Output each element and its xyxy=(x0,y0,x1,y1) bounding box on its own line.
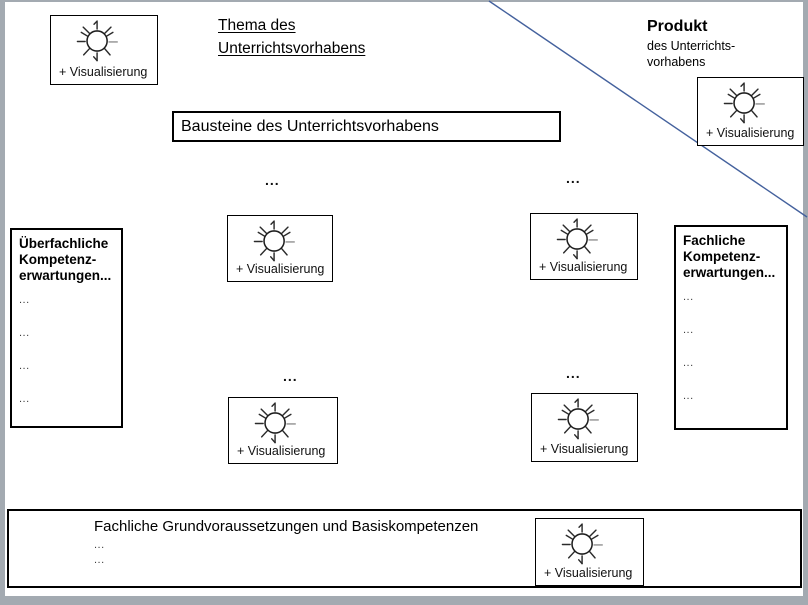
sun-icon xyxy=(720,80,772,126)
fachliche-heading-line3: erwartungen... xyxy=(683,265,776,280)
produkt-heading: Produkt des Unterrichts- vorhabens xyxy=(647,18,735,70)
list-item: ... xyxy=(19,294,30,306)
list-item: ... xyxy=(683,324,694,336)
placeholder-ellipsis-bottom-right: ... xyxy=(566,365,581,381)
sun-icon xyxy=(553,216,605,262)
viz-placeholder-label: + Visualisierung xyxy=(706,126,795,140)
viz-placeholder-label: + Visualisierung xyxy=(540,442,629,456)
sun-icon xyxy=(558,521,610,567)
placeholder-ellipsis-bottom-left: ... xyxy=(283,368,298,384)
ueberfachliche-heading: Überfachliche Kompetenz- erwartungen... xyxy=(19,236,114,284)
page-title-line1: Thema des xyxy=(218,17,296,34)
page-title: Thema des Unterrichtsvorhabens xyxy=(218,14,365,60)
viz-placeholder-label: + Visualisierung xyxy=(59,65,148,79)
list-item: ... xyxy=(94,554,105,566)
list-item: ... xyxy=(683,291,694,303)
sun-icon xyxy=(251,400,303,446)
fachliche-kompetenzen-box: Fachliche Kompetenz- erwartungen... ... … xyxy=(674,225,788,430)
ueberfachliche-heading-line1: Überfachliche xyxy=(19,236,109,251)
ueberfachliche-kompetenzen-box: Überfachliche Kompetenz- erwartungen... … xyxy=(10,228,123,428)
placeholder-ellipsis-top-right: ... xyxy=(566,170,581,186)
grundvoraussetzungen-title: Fachliche Grundvoraussetzungen und Basis… xyxy=(94,518,479,535)
sun-icon xyxy=(250,218,302,264)
viz-placeholder-label: + Visualisierung xyxy=(236,262,325,276)
viz-placeholder-baustein-2[interactable]: + Visualisierung xyxy=(530,213,638,280)
viz-placeholder-label: + Visualisierung xyxy=(544,566,633,580)
bausteine-label: Bausteine des Unterrichtsvorhabens xyxy=(181,117,439,135)
list-item: ... xyxy=(683,357,694,369)
viz-placeholder-baustein-1[interactable]: + Visualisierung xyxy=(227,215,333,282)
fachliche-heading: Fachliche Kompetenz- erwartungen... xyxy=(683,233,779,281)
list-item: ... xyxy=(19,327,30,339)
list-item: ... xyxy=(683,390,694,402)
viz-placeholder-label: + Visualisierung xyxy=(237,444,326,458)
viz-placeholder-grundvoraussetzungen[interactable]: + Visualisierung xyxy=(535,518,644,586)
fachliche-heading-line2: Kompetenz- xyxy=(683,249,761,264)
list-item: ... xyxy=(19,393,30,405)
page-title-line2: Unterrichtsvorhabens xyxy=(218,40,366,57)
placeholder-ellipsis-top-left: ... xyxy=(265,172,280,188)
produkt-subtitle-line1: des Unterrichts- xyxy=(647,39,736,53)
viz-placeholder-baustein-3[interactable]: + Visualisierung xyxy=(228,397,338,464)
viz-placeholder-baustein-4[interactable]: + Visualisierung xyxy=(531,393,638,462)
list-item: ... xyxy=(94,539,105,551)
produkt-title: Produkt xyxy=(647,18,708,35)
bausteine-header: Bausteine des Unterrichtsvorhabens xyxy=(172,111,561,142)
sun-icon xyxy=(554,396,606,442)
list-item: ... xyxy=(19,360,30,372)
viz-placeholder-produkt[interactable]: + Visualisierung xyxy=(697,77,804,146)
viz-placeholder-label: + Visualisierung xyxy=(539,260,628,274)
ueberfachliche-heading-line2: Kompetenz- xyxy=(19,252,97,267)
sun-icon xyxy=(73,18,125,64)
produkt-subtitle: des Unterrichts- vorhabens xyxy=(647,39,735,70)
grundvoraussetzungen-band: Fachliche Grundvoraussetzungen und Basis… xyxy=(7,509,802,588)
produkt-subtitle-line2: vorhabens xyxy=(647,54,706,69)
ueberfachliche-heading-line3: erwartungen... xyxy=(19,268,112,283)
viz-placeholder-thema[interactable]: + Visualisierung xyxy=(50,15,158,85)
fachliche-heading-line1: Fachliche xyxy=(683,233,746,248)
